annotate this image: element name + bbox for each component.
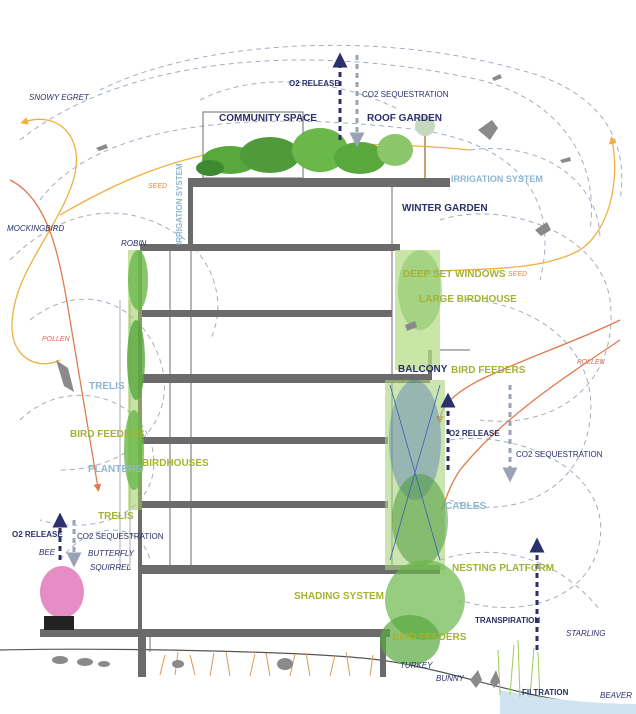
birds [52, 74, 571, 688]
transpiration-label: TRANSPIRATION [475, 616, 541, 625]
irrigation-system-vertical-label: IRRIGATION SYSTEM [175, 163, 184, 245]
birdhouses-label: BIRDHOUSES [142, 458, 209, 469]
irrigation-system-label: IRRIGATION SYSTEM [451, 174, 543, 184]
pollen-lines [9, 179, 621, 511]
winter-garden-label: WINTER GARDEN [402, 203, 488, 214]
floor-slab [140, 310, 392, 317]
pollen-right-label: POLLEN [577, 359, 605, 366]
airflow-line [449, 438, 602, 608]
deep-set-windows-label: DEEP SET WINDOWS [403, 269, 506, 280]
bird-icon [478, 120, 498, 140]
starling-label: STARLING [566, 629, 606, 638]
flowering-planter [40, 566, 84, 630]
bird-feeders-left-label: BIRD FEEDERS [70, 429, 145, 440]
airflow-line [9, 212, 219, 341]
left-green-wall [124, 250, 148, 510]
reeds [497, 639, 541, 699]
airflow-line [59, 529, 151, 561]
bird-icon [560, 157, 571, 163]
large-birdhouse-label: LARGE BIRDHOUSE [419, 294, 517, 305]
airflow-line [439, 551, 601, 611]
balcony-label: BALCONY [398, 364, 448, 375]
bird-feeders-right-label: BIRD FEEDERS [451, 365, 526, 376]
turkey-icon [277, 658, 293, 670]
bird-icon [470, 670, 482, 688]
goose-icon [77, 658, 93, 666]
butterfly-label: BUTTERFLY [88, 549, 134, 558]
squirrel-icon [172, 660, 184, 668]
bird-icon [96, 144, 108, 151]
squirrel-label: SQUIRREL [90, 563, 131, 572]
roof-garden-label: ROOF GARDEN [367, 113, 442, 124]
seed-line [11, 117, 77, 365]
column-right [380, 637, 386, 677]
seed-line [419, 136, 617, 273]
snowy-egret-label: SNOWY EGRET [29, 93, 89, 102]
pollen-line [9, 179, 102, 492]
pollen-line [441, 339, 621, 511]
bee-label: BEE [39, 548, 56, 557]
airflow-line [99, 44, 623, 201]
floor-slab [140, 244, 400, 251]
floor-slab [140, 437, 388, 444]
shading-system-label: SHADING SYSTEM [294, 591, 385, 602]
co2-sequestration-left-label: CO2 SEQUESTRATION [77, 532, 164, 541]
bird-icon [492, 74, 502, 81]
ground-slab [40, 629, 390, 637]
bird-icon [56, 360, 74, 392]
airflow-line [29, 298, 165, 471]
community-space-label: COMMUNITY SPACE [219, 113, 317, 124]
robin-label: ROBIN [121, 239, 147, 248]
seed-right-label: SEED [508, 271, 528, 278]
bird-feeders-bottom-label: BIRD FEEDERS [392, 632, 467, 643]
airflow-line [439, 213, 612, 422]
cables-label: CABLES [445, 501, 487, 512]
co2-sequestration-arrows [66, 55, 518, 568]
co2-sequestration-mid-label: CO2 SEQUESTRATION [516, 450, 603, 459]
planters-label: PLANTERS [88, 464, 142, 475]
bird-icon [535, 222, 551, 236]
o2-release-left-label: O2 RELEASE [12, 530, 63, 539]
goose-icon [52, 656, 68, 664]
airflow-line [469, 148, 601, 241]
airflow-line [19, 59, 592, 231]
airflow-lines [9, 44, 623, 611]
floor-slab [140, 374, 430, 383]
o2-release-arrows [52, 52, 545, 650]
seed-left-label: SEED [148, 183, 168, 190]
turkey-label: TURKEY [400, 661, 433, 670]
roof-garden-plants [196, 116, 435, 178]
trelis-upper-label: TRELIS [89, 381, 125, 392]
airflow-line [199, 81, 401, 111]
right-green-facade [380, 250, 465, 665]
goose-icon [98, 661, 110, 667]
nesting-platform-label: NESTING PLATFORM [452, 563, 555, 574]
floor-slab [140, 565, 440, 574]
airflow-line [429, 298, 592, 508]
pollen-left-label: POLLEN [42, 336, 70, 343]
ground-grasses [159, 651, 374, 677]
bunny-label: BUNNY [436, 674, 465, 683]
mockingbird-label: MOCKINGBIRD [7, 224, 65, 233]
roof-slab [188, 178, 450, 187]
pond [500, 690, 636, 714]
filtration-label: FILTRATION [522, 688, 569, 697]
parapet-left [188, 178, 193, 248]
bird-icon [405, 321, 417, 331]
o2-release-top-label: O2 RELEASE [289, 79, 340, 88]
floor-slab [140, 501, 388, 508]
trelis-lower-label: TRELIS [98, 511, 134, 522]
co2-sequestration-top-label: CO2 SEQUESTRATION [362, 90, 449, 99]
o2-release-mid-label: O2 RELEASE [449, 429, 500, 438]
bird-icon [490, 670, 500, 688]
beaver-label: BEAVER [600, 691, 633, 700]
column-left-lower [138, 637, 146, 677]
